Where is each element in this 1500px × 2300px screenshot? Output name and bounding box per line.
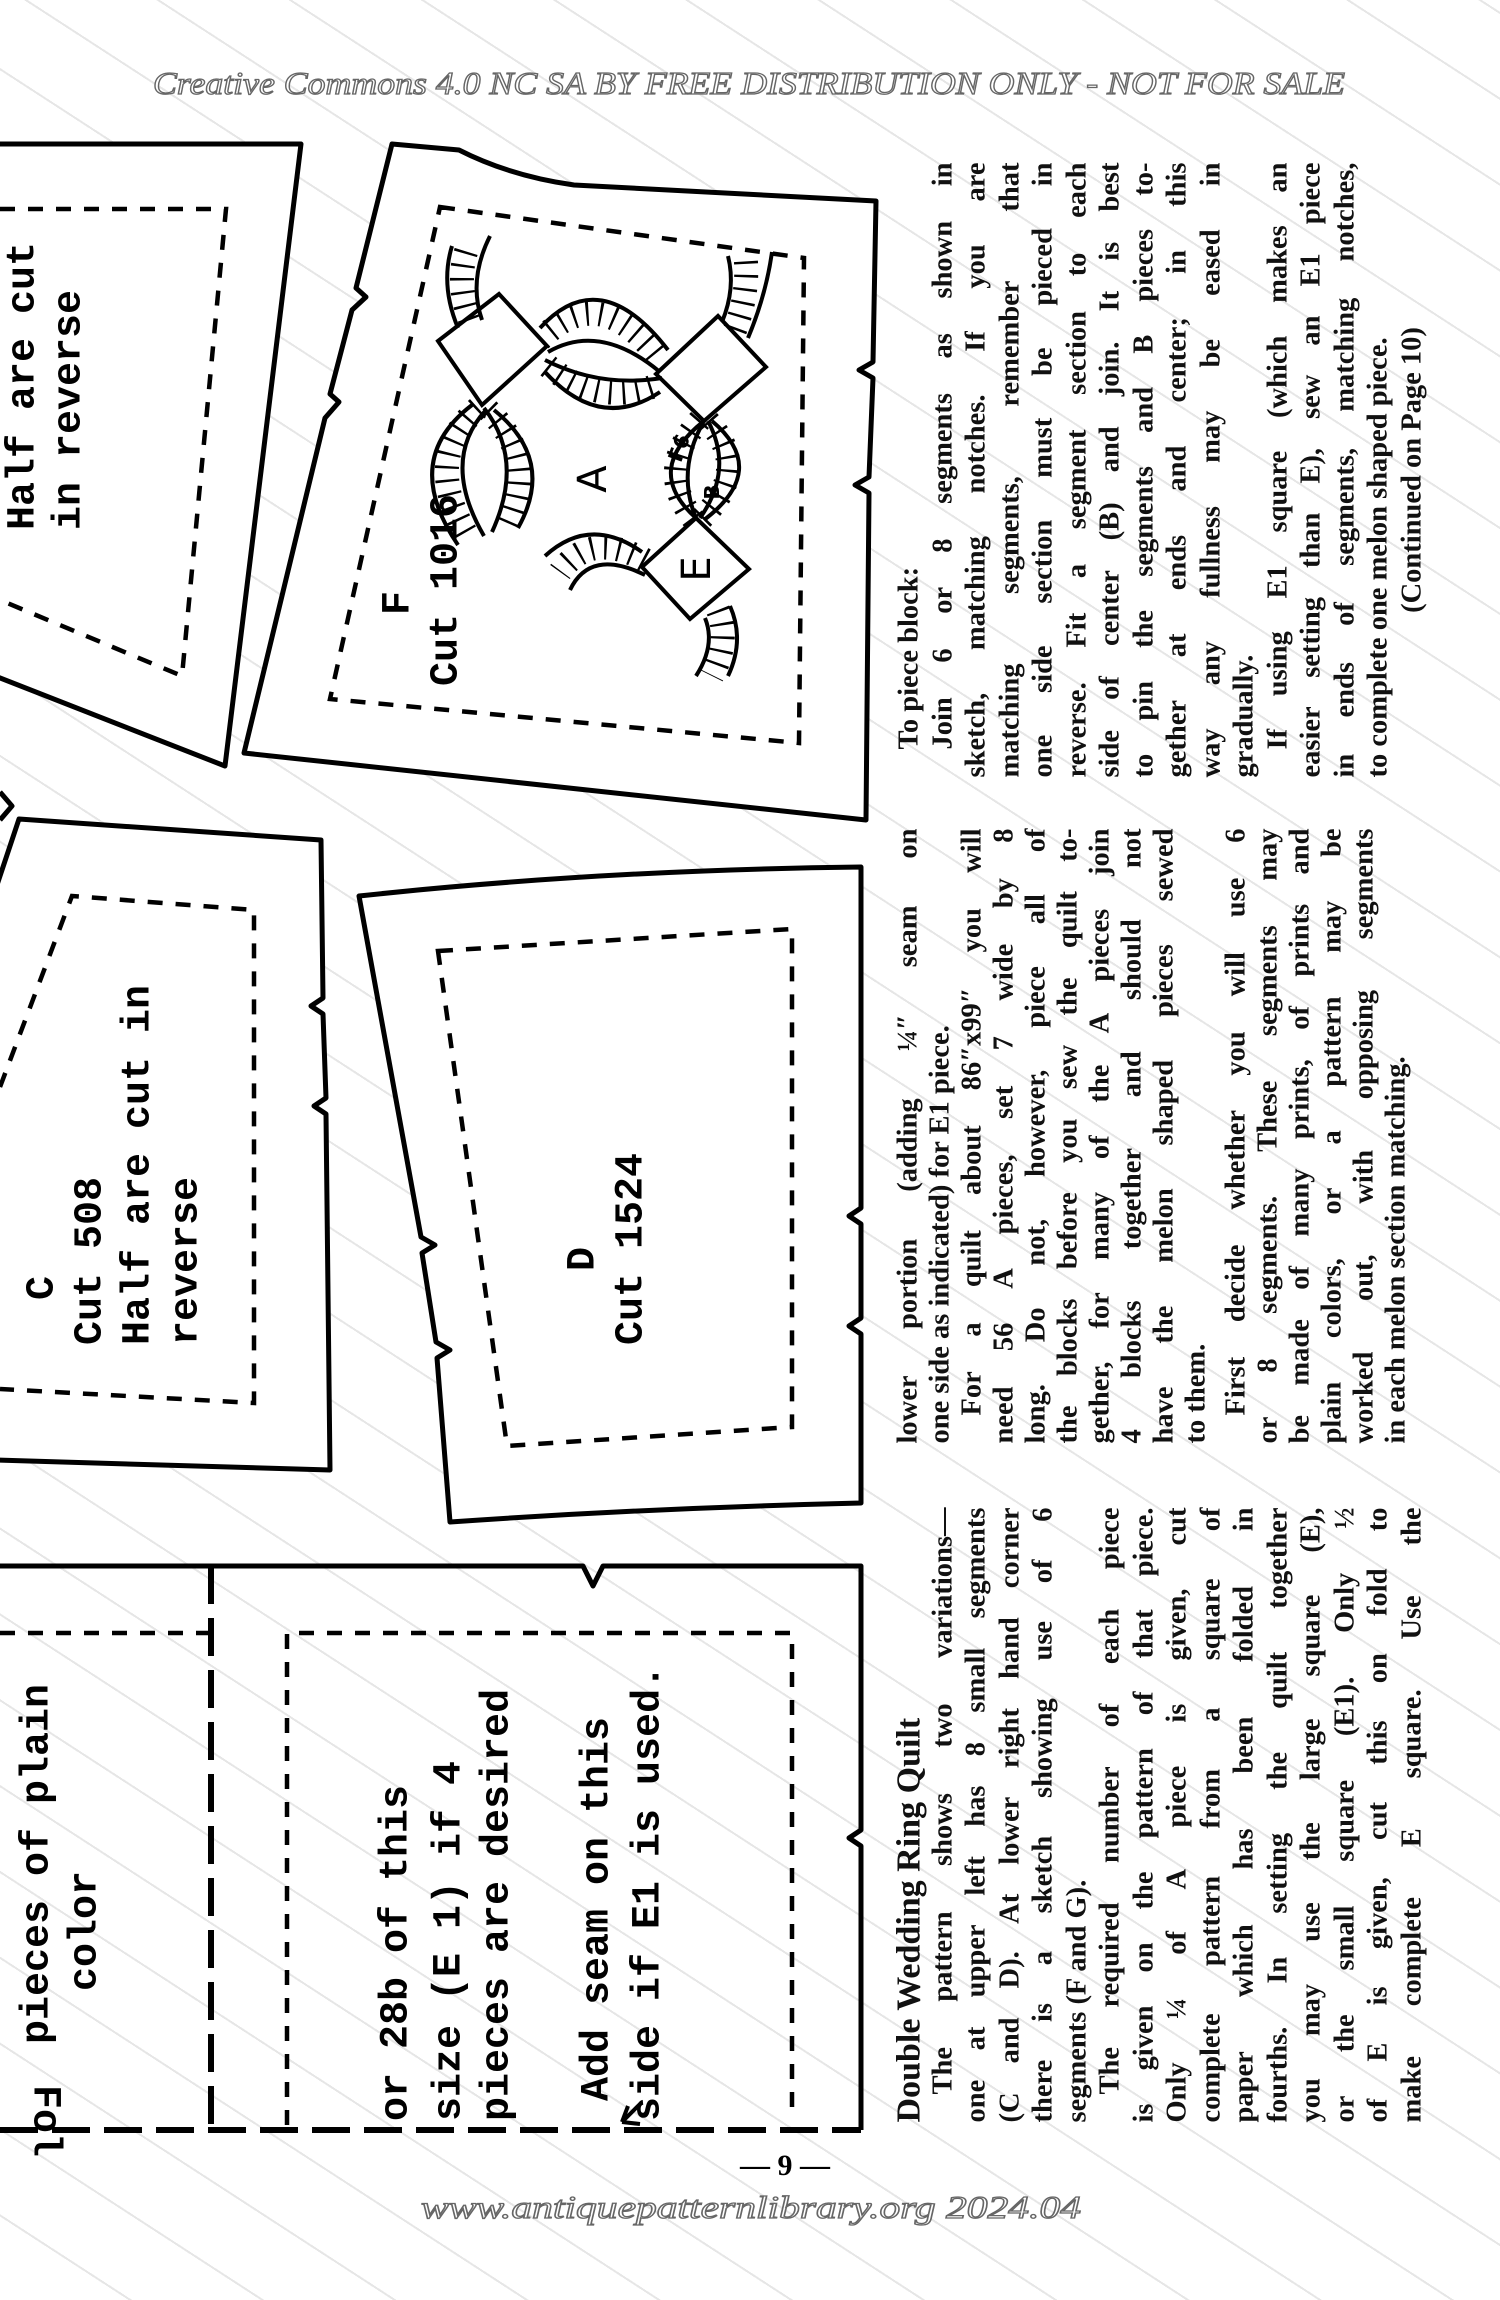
page-number: — 9 — xyxy=(739,2149,831,2182)
square-piece xyxy=(435,291,550,409)
piece-label: side if E1 is used. xyxy=(627,1665,672,2121)
text-line: fourths. In setting the quilt together xyxy=(1262,1507,1293,2123)
text-line: If using E1 square (which makes an xyxy=(1262,162,1293,750)
text-line: need 56 A pieces, set 7 wide by 8 xyxy=(988,828,1020,1444)
text-column-3: To piece block:Join 6 or 8 segments as s… xyxy=(893,163,1433,778)
article-title: Double Wedding Ring Quilt xyxy=(890,1717,928,2123)
piece-label: pieces of plain xyxy=(16,1684,61,2044)
piece-E-square: pieces of plain color Fol or 28b of this… xyxy=(0,1563,864,2157)
sketch-label-E: E xyxy=(674,556,720,581)
text-line: (Continued on Page 10) xyxy=(1396,327,1427,613)
footer-url: www.antiquepatternlibrary.org 2024.04 xyxy=(421,2189,1081,2225)
text-line: For a quilt about 86″x99″ you will xyxy=(956,828,988,1416)
arrow-icon xyxy=(620,2102,642,2126)
text-line: First decide whether you will use 6 xyxy=(1220,828,1252,1416)
text-line: Only ¼ of A piece is given, cut xyxy=(1161,1507,1193,2123)
piece-C: C Cut 508 Half are cut in reverse xyxy=(0,816,333,1473)
text-line: of E is given, cut this on fold to xyxy=(1362,1507,1394,2123)
text-line: (C and D). At lower right hand corner xyxy=(994,1507,1025,2123)
text-line: easier setting than E), sew an E1 piece xyxy=(1295,162,1327,778)
text-line: way any fullness may be eased in xyxy=(1195,162,1226,778)
text-line: To piece block: xyxy=(893,566,925,750)
piece-cut-count: Cut 1524 xyxy=(610,1153,655,1345)
text-line: one side as indicated) for E1 piece. xyxy=(924,1025,956,1444)
piece-label: Half are cut in xyxy=(117,985,162,1345)
text-line: in ends of segments, matching notches, xyxy=(1329,162,1360,778)
fold-label: Fol xyxy=(22,2085,67,2157)
square-piece xyxy=(653,313,769,424)
seam-line xyxy=(284,1630,795,2125)
text-line: long. Do not, however, piece all of xyxy=(1020,828,1052,1444)
piece-outline xyxy=(0,1563,864,2130)
text-line: have the melon shaped pieces sewed xyxy=(1148,828,1180,1444)
piece-letter: C xyxy=(21,1276,66,1300)
text-line: be made of many prints, of prints and xyxy=(1284,828,1316,1444)
seam-line xyxy=(435,926,795,1449)
license-header: Creative Commons 4.0 NC SA BY FREE DISTR… xyxy=(153,65,1346,101)
text-line: or 8 segments. These segments may xyxy=(1252,828,1284,1444)
text-line: you may use the large square (E), xyxy=(1295,1507,1327,2123)
paragraph-gap xyxy=(1213,829,1221,1444)
text-line: 4 blocks together and should not xyxy=(1116,828,1148,1444)
text-line: to pin the segments and B pieces to- xyxy=(1128,162,1159,778)
ring-sketch: A E F6 B xyxy=(430,235,774,682)
text-line: The required number of each piece xyxy=(1094,1507,1126,2095)
text-line: to them. xyxy=(1180,1343,1212,1444)
notch xyxy=(0,790,15,822)
seam-line xyxy=(0,893,257,1406)
piece-label: or 28b of this xyxy=(375,1785,420,2121)
piece-F: F Cut 1016 xyxy=(241,141,879,823)
piece-label: reverse xyxy=(165,1177,210,1345)
text-line: matching segments, remember that xyxy=(994,162,1025,778)
text-line: gether at ends and center; in this xyxy=(1161,162,1193,778)
piece-top-left: Half are cut in reverse xyxy=(0,141,304,822)
text-line: side of center (B) and join. It is best xyxy=(1094,162,1126,778)
sketch-label-B: B xyxy=(700,484,724,499)
square-piece-E xyxy=(639,515,752,622)
text-line: or the small square (E1). Only ½ xyxy=(1329,1507,1360,2123)
text-line: segments (F and G). xyxy=(1061,1879,1092,2123)
text-line: to complete one melon shaped piece. xyxy=(1362,337,1394,778)
piece-label: Half are cut xyxy=(2,242,47,530)
text-line: complete pattern from a square of xyxy=(1195,1507,1226,2123)
text-line: worked out, with opposing segments xyxy=(1348,828,1380,1444)
piece-label: Add seam on this xyxy=(576,1717,621,2101)
piece-outline xyxy=(0,816,333,1473)
piece-outline xyxy=(0,141,304,769)
text-line: The pattern shows two variations— xyxy=(927,1507,958,2095)
piece-letter: D xyxy=(562,1247,607,1271)
text-line: lower portion (adding ¼″ seam on xyxy=(892,828,924,1444)
text-line: one at upper left has 8 small segments xyxy=(960,1507,992,2123)
text-line: plain colors, or a pattern may be xyxy=(1316,828,1348,1444)
text-line: gradually. xyxy=(1228,654,1260,778)
piece-label: pieces are desired xyxy=(476,1689,521,2121)
piece-D: D Cut 1524 xyxy=(356,864,864,1525)
text-line: Join 6 or 8 segments as shown in xyxy=(927,162,958,750)
piece-cut-count: Cut 508 xyxy=(69,1177,114,1345)
text-line: in each melon section matching. xyxy=(1380,1056,1412,1444)
seam-line xyxy=(327,204,807,746)
text-line: the blocks before you sew the quilt to- xyxy=(1052,828,1084,1444)
text-line: gether, for many of the A pieces join xyxy=(1084,828,1116,1444)
text-line: is given on the pattern of that piece. xyxy=(1128,1507,1159,2123)
text-line: make complete E square. Use the xyxy=(1396,1507,1427,2123)
text-line: there is a sketch showing use of 6 xyxy=(1027,1507,1059,2123)
seam-line xyxy=(0,206,229,680)
text-line: sketch, matching notches. If you are xyxy=(960,162,992,778)
piece-letter: F xyxy=(377,591,422,615)
piece-label: size (E 1) if 4 xyxy=(428,1761,473,2121)
text-line: reverse. Fit a segment section to each xyxy=(1061,162,1092,778)
text-line: paper which has been folded in xyxy=(1228,1507,1260,2123)
piece-outline xyxy=(356,864,864,1525)
sketch-label-A: A xyxy=(570,465,616,493)
text-line: one side section must be pieced in xyxy=(1027,162,1059,778)
piece-label: color xyxy=(64,1871,109,1991)
piece-label: in reverse xyxy=(48,290,93,530)
